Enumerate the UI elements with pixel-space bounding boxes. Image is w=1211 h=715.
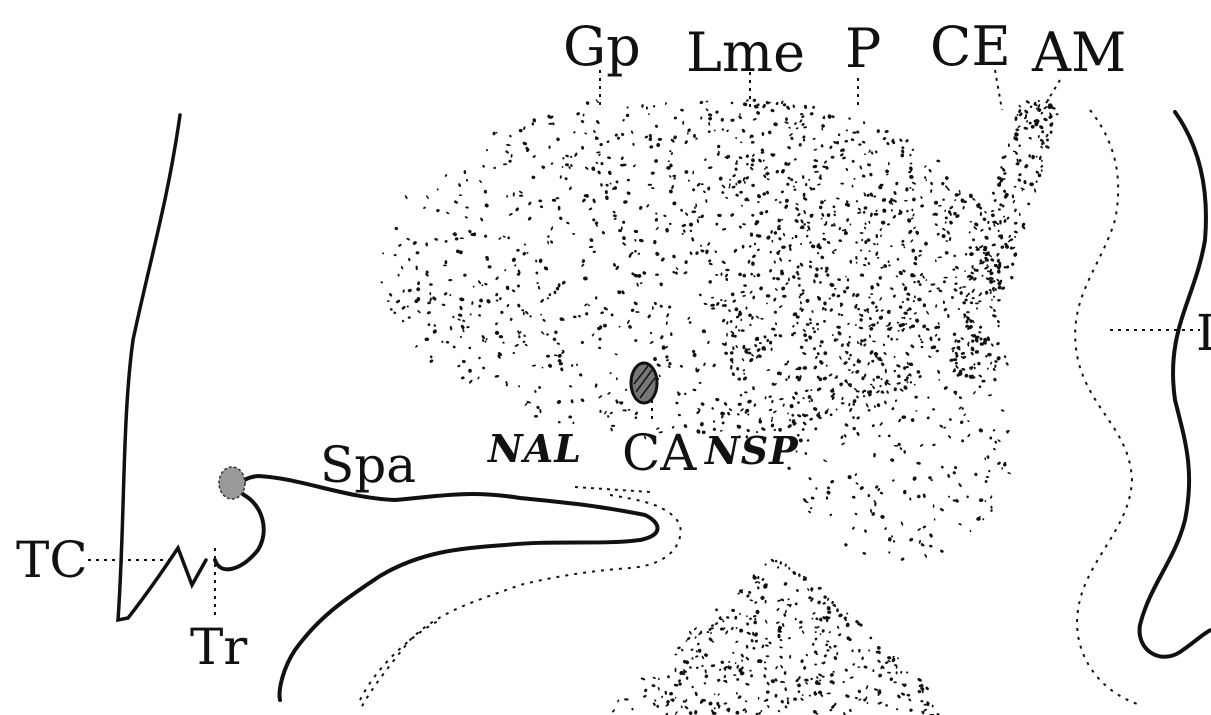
label-nsp: NSP <box>705 432 799 470</box>
amygdala-stipple <box>949 99 1059 380</box>
label-ce: CE <box>930 20 1011 74</box>
label-p: P <box>845 22 881 76</box>
fan-fibers-stipple <box>787 282 1011 561</box>
temporal-lobe-outline <box>215 476 658 700</box>
lentiform-nucleus-stipple <box>380 98 1001 439</box>
label-am: AM <box>1032 26 1126 80</box>
left-cortex-outline <box>118 115 206 620</box>
label-lme: Lme <box>686 26 805 80</box>
label-nal: NAL <box>488 430 582 468</box>
right-ventricle-outline <box>1140 112 1211 657</box>
label-ca: CA <box>622 428 696 478</box>
label-right-edge: L <box>1196 308 1211 358</box>
cortex-dotted-boundary <box>360 620 440 700</box>
label-tc: TC <box>16 535 88 585</box>
label-tr: Tr <box>190 622 247 672</box>
tractus-blob <box>219 467 245 499</box>
temporal-dotted-boundary <box>360 495 681 710</box>
label-gp: Gp <box>563 20 641 74</box>
leader-lines <box>88 70 1200 615</box>
label-spa: Spa <box>320 440 416 490</box>
inner-dotted-boundary <box>1075 110 1140 705</box>
lower-nucleus-stipple <box>612 558 940 715</box>
